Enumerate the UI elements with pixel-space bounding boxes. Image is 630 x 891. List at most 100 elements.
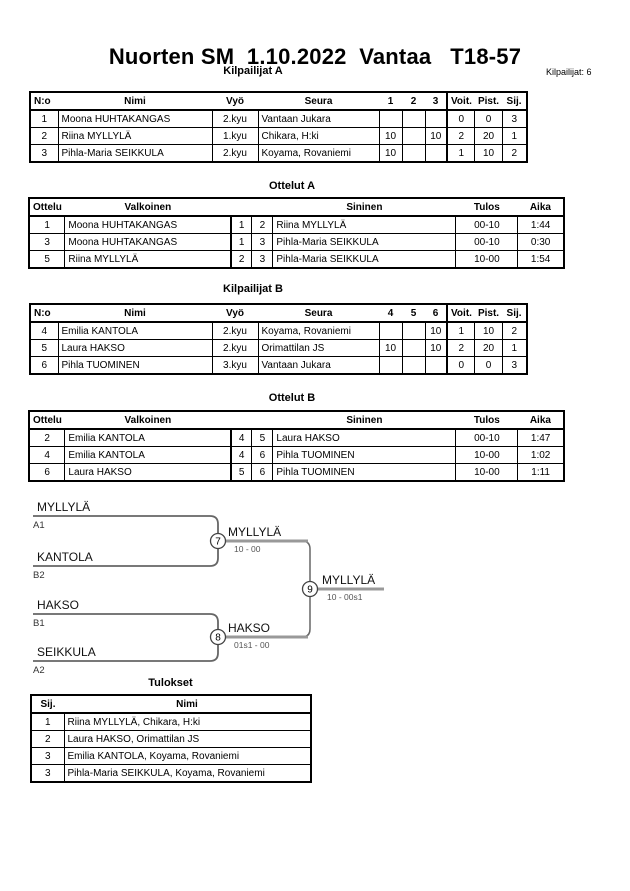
header-name: Nimi — [58, 92, 212, 111]
cell-wins: 1 — [446, 321, 476, 340]
header-name: Nimi — [58, 304, 212, 323]
cell-result: 10-00 — [455, 463, 519, 482]
cell-blue: Riina MYLLYLÄ — [272, 215, 457, 234]
table-row: 3 Pihla-Maria SEIKKULA 2.kyu Koyama, Rov… — [29, 144, 528, 163]
cell-m2 — [401, 144, 426, 163]
cell-bno: 3 — [251, 250, 274, 269]
cell-place: 3 — [501, 356, 528, 375]
cell-time: 1:44 — [517, 215, 565, 234]
cell-m3: 10 — [424, 339, 448, 357]
table-row: 4 Emilia KANTOLA 4 6 Pihla TUOMINEN 10-0… — [28, 446, 565, 464]
cell-m1 — [378, 109, 403, 128]
header-m2: 2 — [402, 92, 425, 111]
cell-m1 — [378, 321, 403, 340]
bracket-entry-seed: B1 — [33, 618, 45, 629]
cell-m1: 10 — [378, 144, 403, 163]
header-blue: Sininen — [272, 411, 456, 430]
cell-bno: 6 — [251, 463, 274, 482]
pool-a-title: Kilpailijat A — [223, 65, 283, 77]
cell-time: 0:30 — [517, 233, 565, 251]
cell-place: 1 — [501, 339, 528, 357]
cell-wins: 2 — [446, 127, 476, 145]
bracket-entry-name: SEIKKULA — [37, 645, 96, 659]
pool-a-table: N:o Nimi Vyö Seura 1 2 3 Voit. Pist. Sij… — [29, 91, 529, 163]
cell-m2 — [401, 339, 426, 357]
table-row: 3 Pihla-Maria SEIKKULA, Koyama, Rovaniem… — [30, 764, 312, 783]
header-bno — [251, 411, 273, 430]
header-result: Tulos — [455, 198, 518, 217]
cell-blue: Laura HAKSO — [272, 428, 457, 447]
cell-belt: 3.kyu — [211, 356, 259, 375]
header-no: N:o — [30, 304, 58, 323]
table-row: 1 Moona HUHTAKANGAS 1 2 Riina MYLLYLÄ 00… — [28, 215, 565, 234]
bracket-entry-seed: A2 — [33, 665, 45, 676]
cell-m2 — [401, 127, 426, 145]
table-row: 2 Laura HAKSO, Orimattilan JS — [30, 730, 312, 748]
table-row: 6 Laura HAKSO 5 6 Pihla TUOMINEN 10-00 1… — [28, 463, 565, 482]
cell-blue: Pihla TUOMINEN — [272, 446, 457, 464]
header-row: Ottelu Valkoinen Sininen Tulos Aika — [29, 198, 564, 217]
cell-no: 1 — [29, 109, 59, 128]
cell-place: 1 — [30, 712, 65, 731]
cell-points: 20 — [474, 339, 503, 357]
cell-points: 20 — [474, 127, 503, 145]
cell-wins: 1 — [446, 144, 476, 163]
match-number-circle — [209, 532, 227, 550]
cell-white: Laura HAKSO — [64, 463, 232, 482]
cell-name: Pihla TUOMINEN — [57, 356, 213, 375]
cell-result: 00-10 — [455, 215, 519, 234]
table-row: 4 Emilia KANTOLA 2.kyu Koyama, Rovaniemi… — [29, 321, 528, 340]
cell-belt: 2.kyu — [211, 144, 259, 163]
cell-m2 — [401, 356, 426, 375]
table-row: 3 Moona HUHTAKANGAS 1 3 Pihla-Maria SEIK… — [28, 233, 565, 251]
cell-result: 00-10 — [455, 428, 519, 447]
cell-belt: 2.kyu — [211, 321, 259, 340]
header-no: N:o — [30, 92, 58, 111]
cell-no: 5 — [29, 339, 59, 357]
cell-name: Laura HAKSO, Orimattilan JS — [63, 730, 312, 748]
header-match: Ottelu — [29, 411, 65, 430]
match-number: 9 — [307, 585, 313, 596]
cell-place: 1 — [501, 127, 528, 145]
cell-place: 2 — [501, 144, 528, 163]
header-m3: 3 — [425, 92, 447, 111]
cell-place: 3 — [30, 764, 65, 783]
cell-no: 6 — [29, 356, 59, 375]
bracket-entry-seed: A1 — [33, 520, 45, 531]
cell-wins: 0 — [446, 356, 476, 375]
header-wins: Voit. — [446, 304, 475, 323]
cell-time: 1:54 — [517, 250, 565, 269]
cell-wins: 2 — [446, 339, 476, 357]
cell-points: 10 — [474, 144, 503, 163]
cell-result: 10-00 — [455, 250, 519, 269]
cell-points: 0 — [474, 109, 503, 128]
cell-m3 — [424, 109, 448, 128]
sf1-score: 10 - 00 — [234, 544, 261, 554]
header-wno — [230, 198, 252, 217]
cell-no: 4 — [29, 321, 59, 340]
header-belt: Vyö — [212, 92, 258, 111]
match-number-circle — [301, 580, 319, 598]
cell-bno: 3 — [251, 233, 274, 251]
table-row: 2 Riina MYLLYLÄ 1.kyu Chikara, H:ki 10 1… — [29, 127, 528, 145]
cell-belt: 2.kyu — [211, 109, 259, 128]
table-row: 2 Emilia KANTOLA 4 5 Laura HAKSO 00-10 1… — [28, 428, 565, 447]
bracket-entry-name: HAKSO — [37, 598, 79, 612]
pool-b-title: Kilpailijat B — [223, 283, 283, 295]
header-match: Ottelu — [29, 198, 65, 217]
cell-result: 10-00 — [455, 446, 519, 464]
table-row: 3 Emilia KANTOLA, Koyama, Rovaniemi — [30, 747, 312, 765]
cell-name: Pihla-Maria SEIKKULA, Koyama, Rovaniemi — [63, 764, 312, 783]
cell-no: 3 — [29, 144, 59, 163]
header-name: Nimi — [64, 695, 311, 714]
cell-result: 00-10 — [455, 233, 519, 251]
cell-m3 — [424, 356, 448, 375]
cell-wno: 1 — [229, 233, 253, 251]
cell-name: Laura HAKSO — [57, 339, 213, 357]
cell-name: Moona HUHTAKANGAS — [57, 109, 213, 128]
cell-points: 0 — [474, 356, 503, 375]
table-row: 1 Riina MYLLYLÄ, Chikara, H:ki — [30, 712, 312, 731]
match-number: 7 — [215, 537, 221, 548]
header-row: N:o Nimi Vyö Seura 1 2 3 Voit. Pist. Sij… — [30, 92, 528, 111]
results-table: Sij. Nimi 1 Riina MYLLYLÄ, Chikara, H:ki… — [30, 694, 312, 783]
